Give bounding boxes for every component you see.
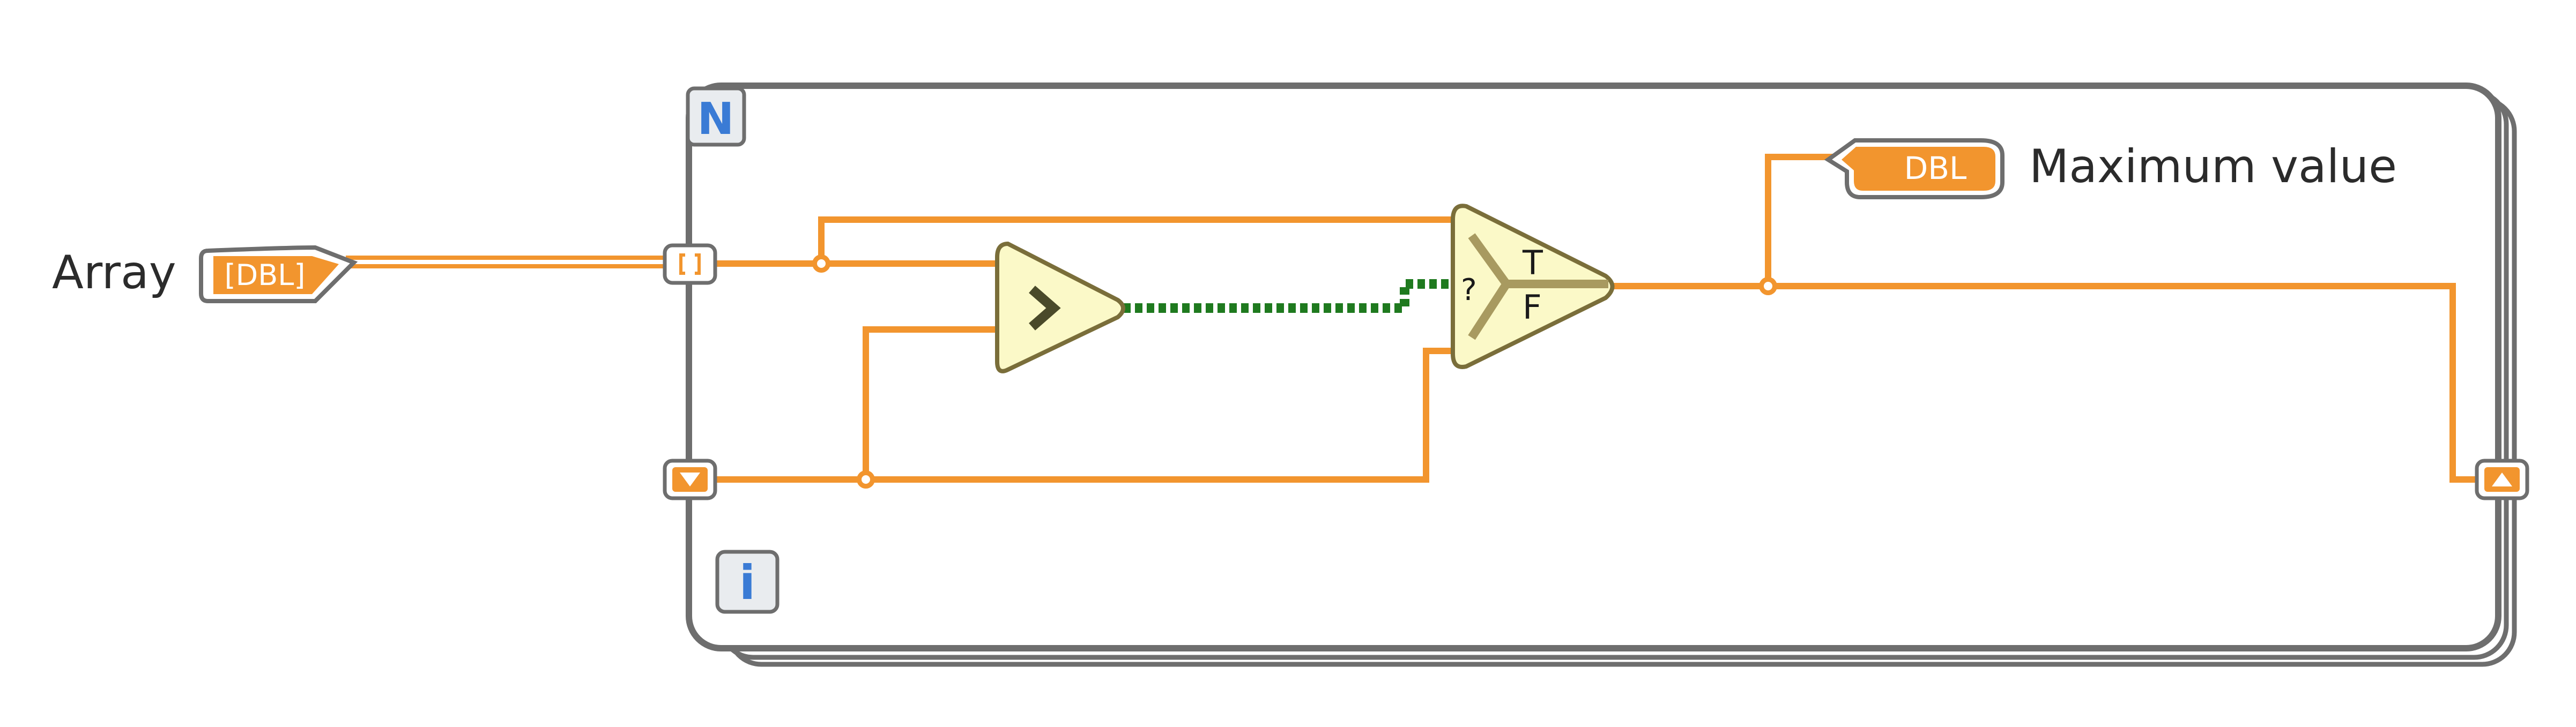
array-indexing-tunnel-icon[interactable]: [663, 243, 717, 285]
maximum-value-label: Maximum value: [2029, 140, 2397, 193]
array-control[interactable]: [DBL]: [199, 245, 358, 303]
array-label: Array: [52, 246, 176, 299]
element-wire[interactable]: [713, 216, 1464, 267]
array-input-wire[interactable]: [346, 256, 670, 268]
for-loop[interactable]: [686, 83, 2517, 667]
greater-than-icon[interactable]: [995, 241, 1125, 373]
previous-max-wire[interactable]: [713, 326, 1453, 483]
loop-count-terminal[interactable]: N: [686, 86, 746, 147]
loop-count-label: N: [697, 94, 734, 145]
array-type-label: [DBL]: [225, 258, 306, 292]
select-true-label: T: [1522, 243, 1543, 282]
select-icon[interactable]: T F ?: [1451, 204, 1615, 369]
iteration-terminal[interactable]: i: [715, 550, 780, 614]
select-false-label: F: [1523, 288, 1542, 327]
select-condition-label: ?: [1461, 273, 1477, 308]
maximum-value-type-label: DBL: [1904, 150, 1967, 186]
iteration-label: i: [739, 555, 755, 610]
select-output-wire[interactable]: [1614, 154, 2480, 483]
shift-register-right-icon[interactable]: [2475, 459, 2529, 500]
maximum-value-indicator[interactable]: DBL: [1824, 138, 2005, 199]
shift-register-icon[interactable]: [663, 459, 717, 500]
wire-junctions: [812, 254, 1777, 489]
